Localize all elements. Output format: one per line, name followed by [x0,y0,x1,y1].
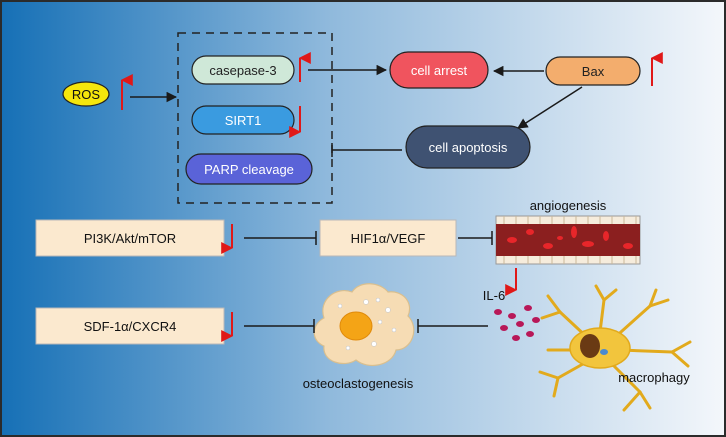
sdf-box [35,307,225,345]
parp-node [185,153,313,185]
parp-label: PARP cleavage [204,162,294,177]
hif-box [319,219,457,257]
bax-label: Bax [582,64,605,79]
casepase3-node [191,55,295,85]
osteoclast-vesicles [337,297,397,351]
sirt1-label: SIRT1 [225,113,262,128]
sirt1-node [191,105,295,135]
sdf-label: SDF-1α/CXCR4 [84,319,177,334]
ros-node [62,81,110,107]
bax-node [545,56,641,86]
cell-arrest-label: cell arrest [411,63,468,78]
macrophage-body [569,327,631,369]
osteoclastogenesis-label: osteoclastogenesis [303,376,414,391]
hif-label: HIF1α/VEGF [351,231,426,246]
cell-apoptosis-label: cell apoptosis [429,140,508,155]
osteoclast-nucleus [339,311,373,341]
il6-label: IL-6 [483,288,505,303]
pi3k-box [35,219,225,257]
cell-arrest-node [389,51,489,89]
blood-vessel-icon [495,215,641,265]
bax-to-apoptosis-arrow [517,86,583,129]
cell-apoptosis-node [405,125,531,169]
il6-particles-icon [494,305,540,341]
pi3k-label: PI3K/Akt/mTOR [84,231,176,246]
dashed-group-box [177,32,333,204]
angiogenesis-label: angiogenesis [530,198,607,213]
macrophage-nucleus [580,334,600,358]
casepase3-label: casepase-3 [209,63,276,78]
ros-label: ROS [72,87,101,102]
macrophagy-label: macrophagy [618,370,690,385]
macrophage-granule [600,349,608,355]
macrophage-icon [538,284,692,412]
